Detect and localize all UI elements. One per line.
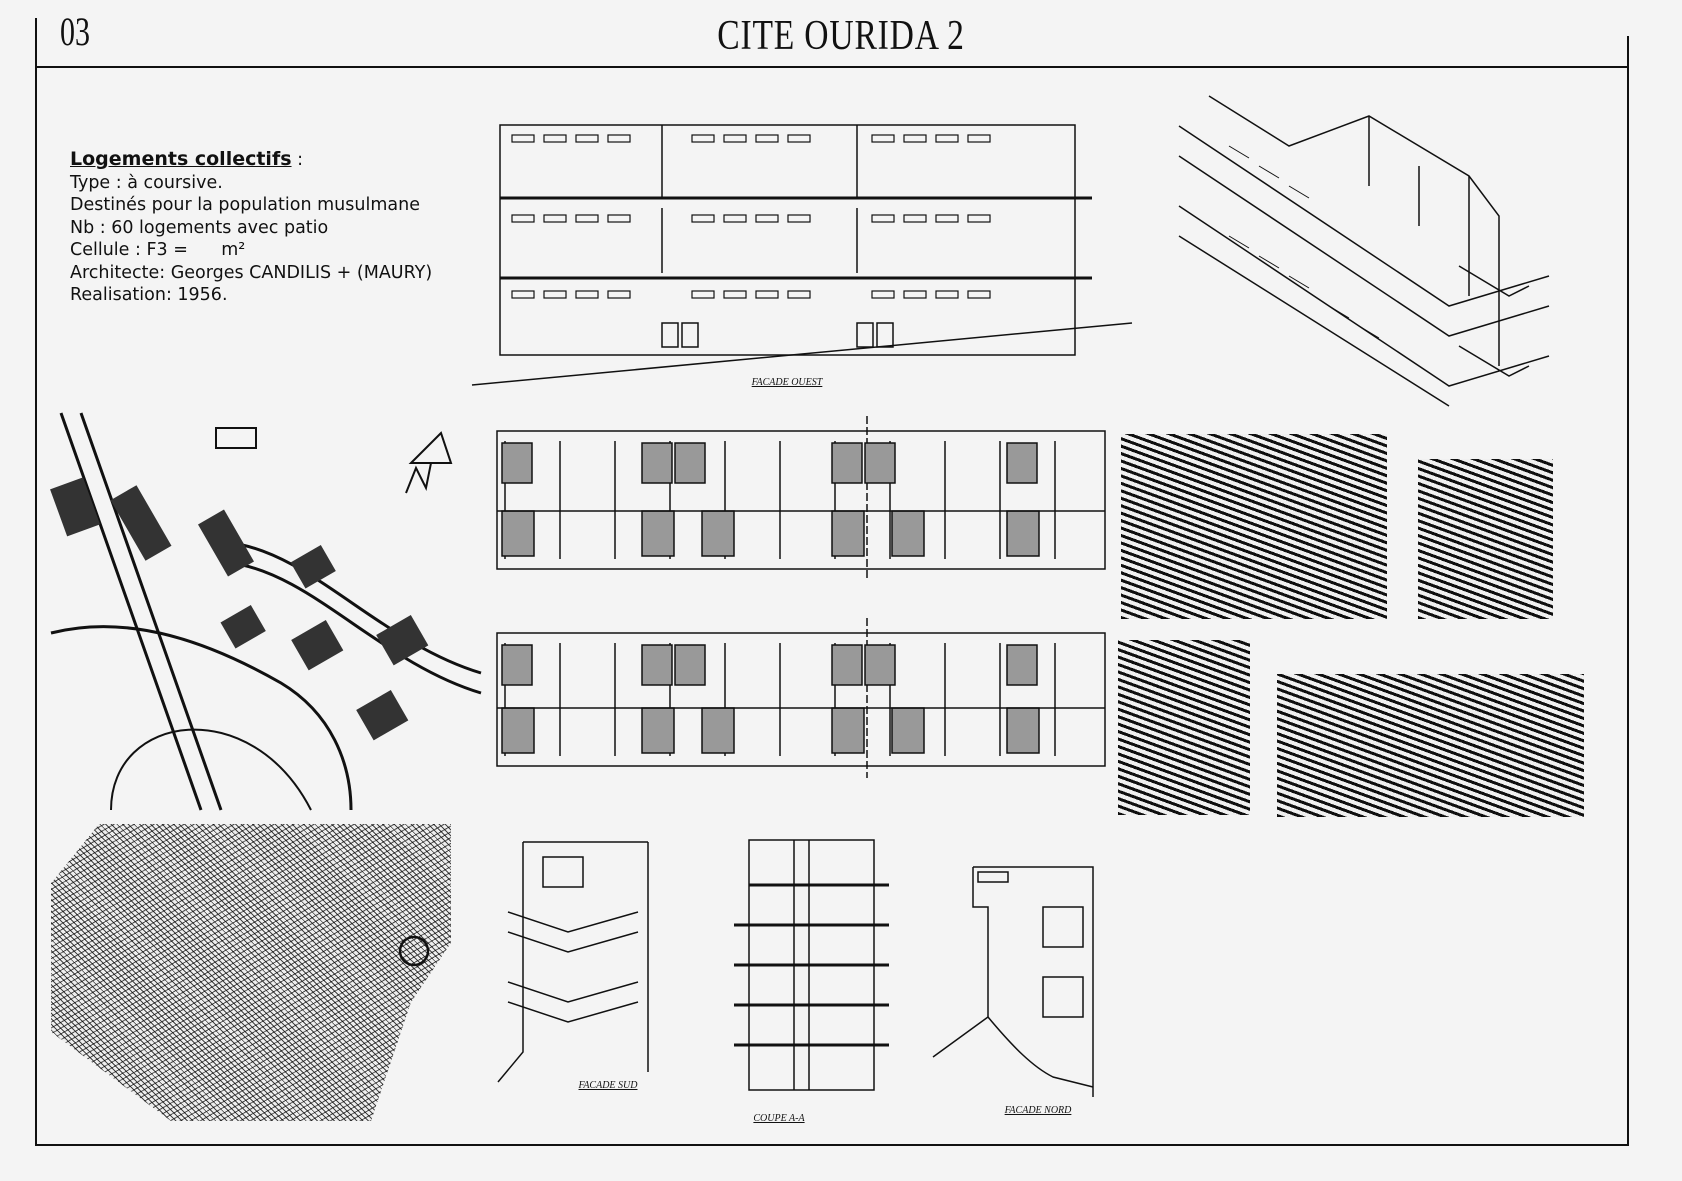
window-mark xyxy=(871,134,895,143)
axonometric-drawing xyxy=(1178,95,1550,407)
page-number: 03 xyxy=(60,9,90,54)
window-mark xyxy=(511,214,535,223)
patio-hatch xyxy=(641,510,675,557)
window-mark xyxy=(903,134,927,143)
info-cell: Cellule : F3 = m² xyxy=(70,240,246,260)
window-mark xyxy=(935,134,959,143)
info-architect: Architecte: Georges CANDILIS + (MAURY) xyxy=(70,262,433,283)
patio-hatch xyxy=(641,644,673,686)
patio-hatch xyxy=(864,644,896,686)
patio-hatch xyxy=(1006,707,1040,754)
window-mark xyxy=(871,290,895,299)
patio-hatch xyxy=(501,707,535,754)
patio-hatch xyxy=(1006,442,1038,484)
facade-nord-label: FACADE NORD xyxy=(1004,1105,1073,1116)
info-type: Type : à coursive. xyxy=(70,172,223,193)
window-mark xyxy=(787,134,811,143)
facade-sud-drawing: FACADE SUD xyxy=(497,841,649,1091)
floor-plan-lower xyxy=(496,618,1106,778)
window-mark xyxy=(755,290,779,299)
photo-building-view-3 xyxy=(1118,640,1250,815)
window-mark xyxy=(691,134,715,143)
page-title: CITE OURIDA 2 xyxy=(717,13,965,59)
site-plan-map xyxy=(50,412,482,811)
window-mark xyxy=(723,134,747,143)
patio-hatch xyxy=(641,442,673,484)
window-mark xyxy=(755,134,779,143)
info-count: Nb : 60 logements avec patio xyxy=(70,217,329,238)
patio-hatch xyxy=(501,442,533,484)
photo-building-view-1 xyxy=(1121,434,1387,619)
facade-ouest-label: FACADE OUEST xyxy=(751,377,824,388)
facade-ouest-drawing: FACADE OUEST xyxy=(471,124,1133,388)
patio-hatch xyxy=(501,644,533,686)
window-mark xyxy=(871,214,895,223)
info-heading: Logements collectifs xyxy=(70,148,292,170)
window-mark xyxy=(967,214,991,223)
patio-hatch xyxy=(701,707,735,754)
patio-hatch xyxy=(831,644,863,686)
patio-hatch xyxy=(501,510,535,557)
facade-sud-label: FACADE SUD xyxy=(578,1080,639,1091)
window-mark xyxy=(935,214,959,223)
window-mark xyxy=(543,290,567,299)
project-info: Logements collectifs : Type : à coursive… xyxy=(70,148,432,307)
window-mark xyxy=(543,134,567,143)
coupe-label: COUPE A-A xyxy=(753,1113,805,1124)
floor-plan-upper xyxy=(496,416,1106,581)
info-date: Realisation: 1956. xyxy=(70,285,228,305)
window-mark xyxy=(575,214,599,223)
location-circle-marker xyxy=(398,935,430,967)
city-location-map xyxy=(51,824,451,1121)
frame-right xyxy=(1627,36,1629,1146)
window-mark xyxy=(787,290,811,299)
window-mark xyxy=(575,134,599,143)
facade-nord-drawing: FACADE NORD xyxy=(932,866,1094,1116)
patio-hatch xyxy=(701,510,735,557)
window-mark xyxy=(787,214,811,223)
window-mark xyxy=(723,214,747,223)
photo-building-view-2 xyxy=(1418,459,1553,619)
patio-hatch xyxy=(641,707,675,754)
patio-hatch xyxy=(831,442,863,484)
window-mark xyxy=(691,290,715,299)
patio-hatch xyxy=(1006,644,1038,686)
window-mark xyxy=(755,214,779,223)
window-mark xyxy=(935,290,959,299)
patio-hatch xyxy=(674,644,706,686)
patio-hatch xyxy=(864,442,896,484)
patio-hatch xyxy=(831,707,865,754)
photo-building-view-4 xyxy=(1277,674,1584,817)
patio-hatch xyxy=(1006,510,1040,557)
window-mark xyxy=(691,214,715,223)
frame-bottom xyxy=(35,1144,1629,1146)
patio-hatch xyxy=(891,707,925,754)
patio-hatch xyxy=(831,510,865,557)
coupe-aa-drawing: COUPE A-A xyxy=(734,839,889,1124)
window-mark xyxy=(967,290,991,299)
info-population: Destinés pour la population musulmane xyxy=(70,195,420,215)
info-heading-colon: : xyxy=(291,150,303,170)
frame-left xyxy=(35,18,37,1146)
window-mark xyxy=(723,290,747,299)
patio-hatch xyxy=(674,442,706,484)
window-mark xyxy=(903,214,927,223)
frame-top xyxy=(35,66,1629,68)
window-mark xyxy=(607,214,631,223)
window-mark xyxy=(607,290,631,299)
patio-hatch xyxy=(891,510,925,557)
window-mark xyxy=(543,214,567,223)
window-mark xyxy=(511,134,535,143)
window-mark xyxy=(511,290,535,299)
window-mark xyxy=(607,134,631,143)
window-mark xyxy=(575,290,599,299)
window-mark xyxy=(967,134,991,143)
window-mark xyxy=(903,290,927,299)
